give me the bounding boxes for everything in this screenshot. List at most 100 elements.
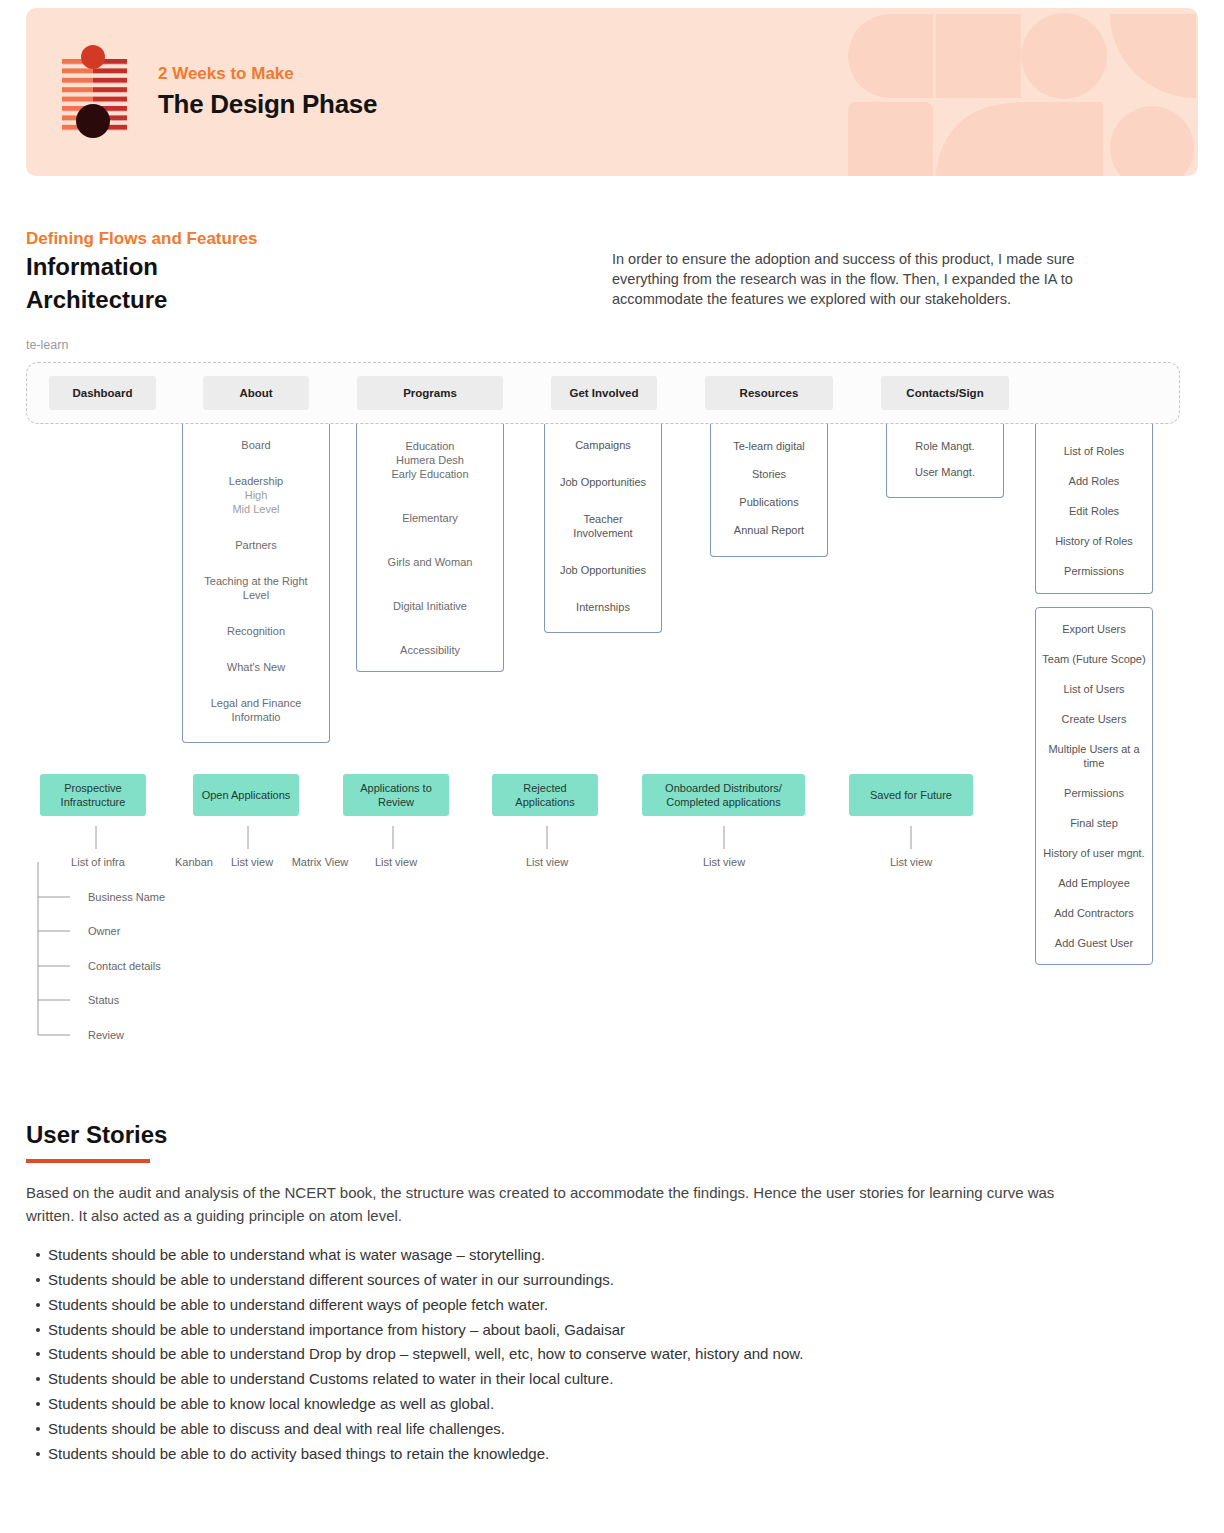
item-text: Partners <box>183 538 329 552</box>
menu-list: EducationHumera DeshEarly EducationEleme… <box>356 424 504 672</box>
item-text: Contacts/Sign <box>906 386 983 400</box>
item-text: Programs <box>403 386 457 400</box>
paragraph: In order to ensure the adoption and succ… <box>612 249 1102 309</box>
item-text: Applications to Review <box>349 781 443 809</box>
item-text: Teaching at the Right Level <box>183 574 329 602</box>
item-text: Add Roles <box>1036 474 1152 488</box>
status-box: Open Applications <box>193 774 299 816</box>
item-text: Recognition <box>183 624 329 638</box>
item-text: Get Involved <box>569 386 638 400</box>
view-label: List view <box>526 855 568 869</box>
item-text: Export Users <box>1036 622 1152 636</box>
item-text: Open Applications <box>202 788 291 802</box>
item-text: Rejected Applications <box>498 781 592 809</box>
item-text: Create Users <box>1036 712 1152 726</box>
item-text: Add Contractors <box>1036 906 1152 920</box>
site-label: te-learn <box>26 338 1178 352</box>
nav-tab: Programs <box>357 376 503 410</box>
view-label: Kanban <box>175 855 213 869</box>
item-text: Humera Desh <box>357 453 503 467</box>
item-text: Internships <box>545 600 661 614</box>
item-text: Onboarded Distributors/ Completed applic… <box>648 781 799 809</box>
view-label: Business Name <box>88 890 165 904</box>
site-container: te-learnDashboardAboutProgramsGet Involv… <box>26 362 1180 424</box>
item-text: Accessibility <box>357 643 503 657</box>
item-text: Team (Future Scope) <box>1036 652 1152 666</box>
item-text: History of user mgnt. <box>1036 846 1152 860</box>
item-text: Resources <box>740 386 799 400</box>
view-label: List view <box>890 855 932 869</box>
bullet-item: Students should be able to do activity b… <box>48 1444 549 1464</box>
item-text: Teacher Involvement <box>545 512 661 540</box>
item-text: History of Roles <box>1036 534 1152 548</box>
item-text: Board <box>183 438 329 452</box>
item-text: Girls and Woman <box>357 555 503 569</box>
paragraph: Based on the audit and analysis of the N… <box>26 1181 1076 1227</box>
item-text: Education <box>357 439 503 453</box>
bullet-item: Students should be able to understand di… <box>48 1295 548 1315</box>
item-text: Publications <box>711 495 827 509</box>
bullet-item: Students should be able to discuss and d… <box>48 1419 505 1439</box>
bullet-item: Students should be able to understand di… <box>48 1270 614 1290</box>
nav-tab: Get Involved <box>551 376 657 410</box>
nav-tab: About <box>203 376 309 410</box>
item-text: Multiple Users at a time <box>1036 742 1152 770</box>
heading-underline <box>26 1159 150 1163</box>
item-text: Legal and Finance Informatio <box>183 696 329 724</box>
view-label: List view <box>231 855 273 869</box>
bullet-item: Students should be able to understand wh… <box>48 1245 545 1265</box>
menu-list: Export UsersTeam (Future Scope) List of U… <box>1035 607 1153 965</box>
nav-tab: Contacts/Sign <box>881 376 1009 410</box>
item-text: Job Opportunities <box>545 475 661 489</box>
item-text: Edit Roles <box>1036 504 1152 518</box>
status-box: Applications to Review <box>343 774 449 816</box>
item-text: Job Opportunities <box>545 563 661 577</box>
item-text: Early Education <box>357 467 503 481</box>
nav-tab: Dashboard <box>49 376 156 410</box>
header-pattern <box>848 13 1196 176</box>
item-text: List of Users <box>1036 682 1152 696</box>
item-text: About <box>239 386 272 400</box>
view-label: List view <box>375 855 417 869</box>
item-text: Mid Level <box>183 502 329 516</box>
leader-lines <box>38 826 911 1035</box>
view-label: List view <box>703 855 745 869</box>
item-text: Te-learn digital <box>711 439 827 453</box>
view-label: Matrix View <box>292 855 349 869</box>
menu-list: BoardLeadershipHighMid LevelPartnersTeac… <box>182 424 330 743</box>
section-title: Information Architecture <box>26 250 201 316</box>
item-text: Add Employee <box>1036 876 1152 890</box>
item-text: Leadership <box>183 474 329 488</box>
item-text: User Mangt. <box>887 465 1003 479</box>
status-box: Onboarded Distributors/ Completed applic… <box>642 774 805 816</box>
bullet-item: Students should be able to understand im… <box>48 1320 625 1340</box>
status-box: Prospective Infrastructure <box>40 774 146 816</box>
item-text: Final step <box>1036 816 1152 830</box>
item-text: Permissions <box>1036 786 1152 800</box>
view-label: Review <box>88 1028 124 1042</box>
view-label: Status <box>88 993 119 1007</box>
status-box: Rejected Applications <box>492 774 598 816</box>
item-text: Permissions <box>1036 564 1152 578</box>
menu-list: List of RolesAdd RolesEdit RolesHistory … <box>1035 424 1153 594</box>
item-text: List of Roles <box>1036 444 1152 458</box>
item-text: Digital Initiative <box>357 599 503 613</box>
item-text: Dashboard <box>72 386 132 400</box>
bullet-item: Students should be able to know local kn… <box>48 1394 494 1414</box>
item-text: Prospective Infrastructure <box>46 781 140 809</box>
kicker-text: 2 Weeks to Make <box>158 63 294 85</box>
item-text: Campaigns <box>545 438 661 452</box>
menu-list: Role Mangt.User Mangt. <box>886 424 1004 498</box>
item-text: What's New <box>183 660 329 674</box>
view-label: Owner <box>88 924 120 938</box>
menu-list: CampaignsJob OpportunitiesTeacher Involv… <box>544 424 662 633</box>
status-box: Saved for Future <box>849 774 973 816</box>
nav-tab: Resources <box>705 376 833 410</box>
item-text: High <box>183 488 329 502</box>
item-text: Annual Report <box>711 523 827 537</box>
item-text: Stories <box>711 467 827 481</box>
kicker-text: Defining Flows and Features <box>26 228 257 250</box>
item-text: Add Guest User <box>1036 936 1152 950</box>
item-text: Saved for Future <box>870 788 952 802</box>
bullet-item: Students should be able to understand Dr… <box>48 1344 803 1364</box>
